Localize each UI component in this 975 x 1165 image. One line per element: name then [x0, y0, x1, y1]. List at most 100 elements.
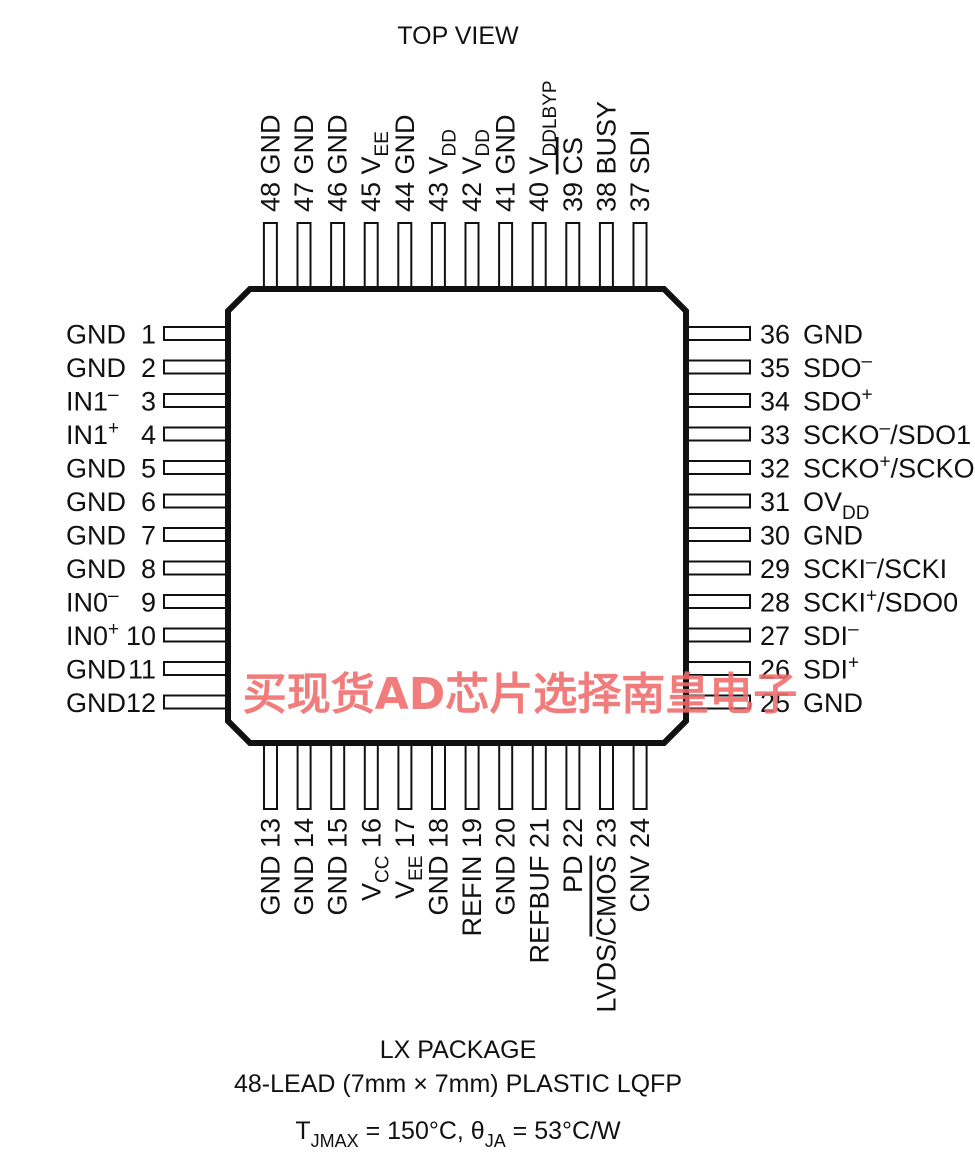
pin-13-label-gnd: GND 13 — [256, 818, 286, 916]
pin-43-lead — [430, 222, 446, 288]
pin-46-lead — [330, 222, 346, 288]
pin-23-lead — [599, 744, 614, 810]
pin-39-lead — [565, 222, 581, 288]
pin-1-number: 1 — [141, 320, 156, 350]
pin-33-number: 33 — [760, 420, 790, 450]
pin-4-number: 4 — [141, 420, 156, 450]
pin-21-label-refbuf: REFBUF 21 — [524, 818, 554, 964]
pin-6-name-gnd: GND — [66, 487, 126, 517]
pin-33-lead — [687, 426, 751, 442]
pin-34-lead — [687, 393, 751, 408]
pin-7-lead — [163, 527, 227, 542]
pin-5-lead — [163, 460, 227, 475]
pin-28-name-scki-sdo0: SCKI+/SDO0 — [803, 586, 958, 618]
pin-7-number: 7 — [141, 521, 156, 551]
pin-4-name-in1: IN1+ — [66, 418, 119, 450]
pin-33-name-scko-sdo1: SCKO–/SDO1 — [803, 418, 971, 450]
pin-21-lead — [531, 744, 547, 810]
pin-24-lead — [632, 744, 648, 810]
pin-24-label-cnv: CNV 24 — [625, 818, 655, 913]
pin-28-number: 28 — [760, 588, 790, 618]
pin-16-label-vcc: VCC 16 — [356, 818, 393, 901]
pin-31-lead — [687, 493, 751, 509]
pin-36-lead — [687, 326, 751, 341]
pin-18-label-gnd: GND 18 — [424, 818, 454, 916]
pin-43-label-vdd: 43 VDD — [423, 129, 460, 212]
pin-2-name-gnd: GND — [66, 353, 126, 383]
pin-26-name-sdi: SDI+ — [803, 653, 859, 685]
pin-34-name-sdo: SDO+ — [803, 385, 873, 417]
pin-27-number: 27 — [760, 621, 790, 651]
pin-5-name-gnd: GND — [66, 454, 126, 484]
pin-labels: 1GND2GND3IN1–4IN1+5GND6GND7GND8GND9IN0–1… — [66, 80, 975, 1012]
pin-8-name-gnd: GND — [66, 554, 126, 584]
pin-20-label-gnd: GND 20 — [491, 818, 521, 916]
pin-2-number: 2 — [141, 353, 156, 383]
pin-20-lead — [498, 744, 514, 810]
pin-32-number: 32 — [760, 454, 790, 484]
pin-27-lead — [687, 627, 751, 643]
pin-30-lead — [687, 527, 751, 542]
pin-9-number: 9 — [141, 588, 156, 618]
pin-7-name-gnd: GND — [66, 521, 126, 551]
pin-22-label-pd: PD 22 — [558, 818, 588, 893]
pin-1-name-gnd: GND — [66, 320, 126, 350]
pin-22-lead — [565, 744, 581, 810]
pin-25-name-gnd: GND — [803, 688, 863, 718]
pin-48-label-gnd: 48 GND — [255, 114, 285, 212]
pin-26-number: 26 — [760, 655, 790, 685]
pin-8-lead — [163, 560, 227, 576]
pin-6-number: 6 — [141, 487, 156, 517]
pin-10-lead — [163, 627, 227, 643]
pin-15-label-gnd: GND 15 — [323, 818, 353, 916]
pin-9-name-in0: IN0– — [66, 586, 119, 618]
pin-47-lead — [296, 222, 312, 288]
pin-18-lead — [431, 744, 446, 810]
pin-2-lead — [163, 359, 227, 375]
pin-35-lead — [687, 359, 751, 375]
pin-19-label-refin: REFIN 19 — [457, 818, 487, 937]
pin-9-lead — [163, 594, 227, 609]
pin-4-lead — [163, 426, 227, 442]
pin-11-number: 11 — [128, 655, 156, 685]
package-description: 48-LEAD (7mm × 7mm) PLASTIC LQFP — [234, 1070, 682, 1098]
pin-12-lead — [163, 694, 227, 710]
pin-10-number: 10 — [126, 621, 156, 651]
pin-41-label-gnd: 41 GND — [491, 114, 521, 212]
pin-13-lead — [263, 744, 278, 810]
pin-15-lead — [330, 744, 346, 810]
pin-27-name-sdi: SDI– — [803, 619, 859, 651]
pin-32-lead — [687, 460, 751, 475]
pin-5-number: 5 — [141, 454, 156, 484]
pin-14-lead — [296, 744, 312, 810]
pin-17-label-vee: VEE 17 — [390, 818, 427, 899]
package-name: LX PACKAGE — [380, 1036, 537, 1064]
pin-3-number: 3 — [141, 387, 156, 417]
pin-35-name-sdo: SDO– — [803, 351, 873, 383]
pin-36-number: 36 — [760, 320, 790, 350]
pin-3-name-in1: IN1– — [66, 385, 119, 417]
pin-44-lead — [397, 222, 413, 288]
pin-8-number: 8 — [141, 554, 156, 584]
pin-23-label-lvds-cmos: LVDS/CMOS 23 — [592, 818, 622, 1013]
pin-32-name-scko-scko: SCKO+/SCKO — [803, 452, 975, 484]
pin-42-label-vdd: 42 VDD — [457, 129, 494, 212]
pin-10-name-in0: IN0+ — [66, 619, 119, 651]
pin-40-lead — [531, 222, 547, 288]
pin-11-lead — [163, 661, 227, 676]
pin-41-lead — [498, 222, 514, 288]
pin-48-lead — [262, 222, 278, 288]
pin-44-label-gnd: 44 GND — [390, 114, 420, 212]
pin-40-label-vddlbyp: 40 VDDLBYP — [524, 80, 561, 212]
pin-19-lead — [464, 744, 480, 810]
pin-29-lead — [687, 560, 751, 576]
pin-47-label-gnd: 47 GND — [289, 114, 319, 212]
pin-38-label-busy: 38 BUSY — [591, 101, 621, 212]
pin-39-label-cs: 39 CS — [558, 137, 588, 212]
pin-37-label-sdi: 37 SDI — [625, 129, 655, 212]
pin-30-name-gnd: GND — [803, 521, 863, 551]
chip-body — [225, 286, 689, 746]
pin-38-lead — [598, 222, 614, 288]
pin-37-lead — [632, 222, 648, 288]
